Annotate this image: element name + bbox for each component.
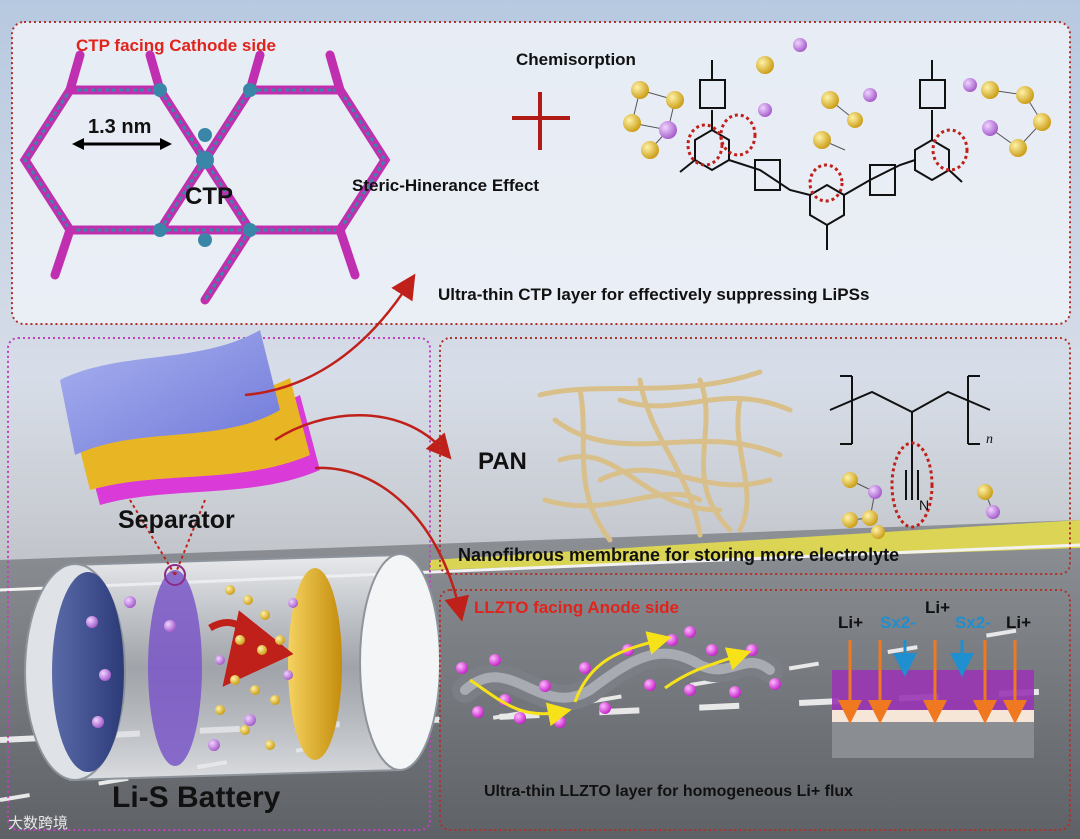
li-plus-label-3: Li+: [1006, 613, 1032, 632]
separator-callout-arrows: [244, 273, 470, 622]
ctp-label: CTP: [185, 183, 233, 210]
li-ion-arrows: [838, 640, 1027, 724]
ctp-side-title: CTP facing Cathode side: [76, 36, 276, 55]
polysulfide-cluster-pan: [842, 472, 1000, 539]
triazine-structure: [679, 60, 963, 250]
sx-label-2: Sx2-: [955, 613, 991, 632]
steric-hinderance-label: Steric-Hinerance Effect: [352, 176, 540, 195]
llzto-particles: [456, 626, 781, 728]
watermark: 大数跨境: [8, 814, 69, 832]
polysulfide-blocked-arrows: [893, 640, 974, 677]
grass-strip: [430, 520, 1080, 570]
ctp-framework: [19, 50, 391, 305]
pan-label: PAN: [478, 448, 527, 475]
nitrogen-atom-label: N: [919, 497, 930, 513]
llzto-panel-frame: [439, 589, 1071, 831]
llzto-side-title: LLZTO facing Anode side: [474, 598, 679, 617]
nanofiber-mesh: [537, 369, 793, 543]
battery-label: Li-S Battery: [112, 781, 281, 814]
sx-label-1: Sx2-: [880, 613, 916, 632]
pore-size-label: 1.3 nm: [88, 116, 152, 138]
li-flux-arrows: [469, 631, 752, 727]
deposition-layers: [832, 670, 1034, 758]
battery-ions: [86, 585, 298, 751]
li-plus-label-1: Li+: [838, 613, 864, 632]
pan-repeat-unit: [829, 375, 991, 500]
top-panel-frame: [11, 21, 1071, 325]
pan-caption: Nanofibrous membrane for storing more el…: [458, 545, 900, 565]
left-panel-frame: [7, 337, 431, 831]
plus-sign: [512, 92, 570, 150]
separator-stack: [60, 330, 320, 505]
chemisorption-label: Chemisorption: [516, 50, 636, 69]
polysulfide-cluster-top: [623, 38, 1051, 159]
pore-size-arrowheads: [72, 138, 172, 150]
separator-label: Separator: [118, 506, 235, 534]
nitrogen-highlights: [686, 113, 969, 203]
llzto-caption: Ultra-thin LLZTO layer for homogeneous L…: [484, 783, 854, 800]
ctp-caption: Ultra-thin CTP layer for effectively sup…: [438, 285, 870, 304]
li-plus-label-2: Li+: [925, 598, 951, 617]
repeat-unit-n: n: [986, 432, 993, 447]
battery-cell: [24, 499, 441, 782]
nitrile-highlight: [890, 441, 934, 529]
pan-panel-frame: [439, 337, 1071, 575]
road-line-3: [0, 618, 1080, 802]
